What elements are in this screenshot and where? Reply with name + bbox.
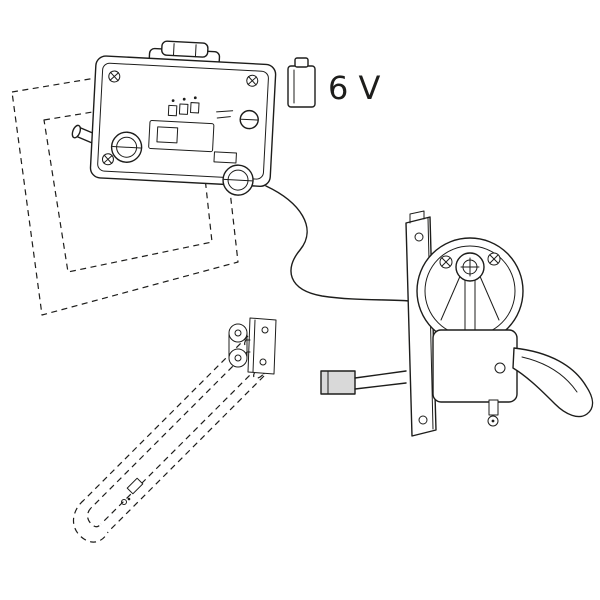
support-rail	[72, 333, 267, 543]
actuator-motor-disc	[416, 237, 524, 353]
battery-body	[287, 65, 316, 108]
connector-block	[320, 370, 356, 395]
hub-screw-icon	[455, 252, 485, 282]
hinge-knuckle-bottom	[228, 348, 248, 368]
actuator-housing	[432, 329, 518, 427]
service-window	[148, 120, 237, 164]
screw-icon	[246, 74, 259, 87]
flush-actuator	[405, 210, 594, 437]
rail-tube-upper	[83, 335, 249, 501]
screw-icon	[487, 252, 501, 266]
rail-hinge-block	[228, 317, 277, 375]
actuator-lever	[512, 347, 594, 418]
rail-tube-lower	[100, 367, 258, 525]
board-print-marks	[216, 110, 234, 119]
battery-terminal	[294, 57, 309, 68]
adjustment-knob-left	[110, 131, 143, 163]
screw-icon	[101, 153, 114, 166]
dip-switches	[167, 96, 200, 117]
screw-icon	[439, 255, 453, 269]
cable-connector	[320, 370, 407, 395]
rail-clip	[121, 477, 144, 505]
screw-icon	[108, 70, 121, 83]
adjustment-knob-right	[222, 164, 254, 196]
battery-voltage-label: 6 V	[328, 69, 381, 107]
control-unit	[71, 40, 277, 196]
actuator-pin	[488, 399, 499, 416]
hinge-knuckle-top	[228, 323, 248, 343]
adjustment-dial	[239, 109, 259, 130]
battery	[287, 57, 316, 108]
rail-end-bend	[72, 499, 109, 543]
connection-wire	[265, 185, 411, 302]
